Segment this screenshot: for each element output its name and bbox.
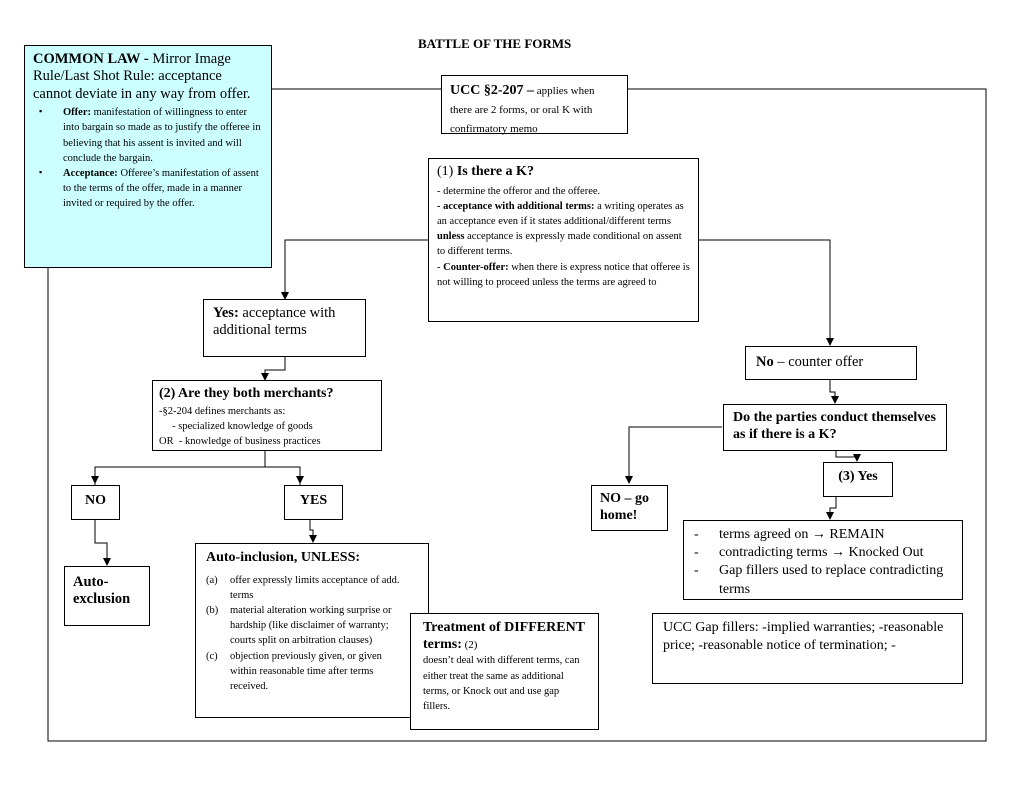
- is-there-k-box: (1) Is there a K? - determine the offero…: [428, 158, 699, 322]
- arrow-to-results: [826, 497, 837, 520]
- merchants-line2: - specialized knowledge of goods: [159, 420, 313, 432]
- arrow-to-auto-inclusion: [309, 520, 317, 543]
- different-terms-text: doesn’t deal with different terms, can e…: [423, 655, 580, 713]
- is-k-line2b: acceptance is expressly made conditional…: [437, 231, 682, 258]
- gap-fillers-box: UCC Gap fillers: -implied warranties; -r…: [652, 613, 963, 684]
- no-left-box: NO: [71, 485, 120, 520]
- result-text: terms agreed on → REMAIN: [719, 527, 885, 542]
- list-item: (a) offer expressly limits acceptance of …: [206, 573, 410, 603]
- is-k-line3: when there is express notice that offere…: [437, 261, 690, 288]
- different-terms-heading: Treatment of DIFFERENT terms:: [423, 620, 585, 652]
- acceptance-term: Acceptance:: [63, 168, 118, 180]
- auto-exclusion-box: Auto-exclusion: [64, 566, 150, 626]
- acceptance-text: Offeree’s manifestation of assent to the…: [63, 168, 259, 210]
- arrow-to-merchants: [261, 357, 286, 381]
- bullet-icon: ▪: [39, 167, 43, 178]
- list-item: ▪ Offer: manifestation of willingness to…: [33, 105, 263, 166]
- results-box: - terms agreed on → REMAIN - contradicting…: [683, 520, 963, 600]
- arrow-to-yes: [281, 239, 428, 300]
- arrow-to-no-go-home: [625, 426, 722, 484]
- yes-right-box: YES: [284, 485, 343, 520]
- ucc-heading: UCC §2-207 –: [450, 83, 534, 98]
- merchants-line1: -§2-204 defines merchants as:: [159, 405, 286, 417]
- offer-term: Offer:: [63, 107, 91, 119]
- item-marker: (b): [206, 604, 219, 616]
- no-counter-offer-box: No – counter offer: [745, 346, 917, 380]
- different-terms-box: Treatment of DIFFERENT terms: (2) doesn’…: [410, 613, 599, 730]
- is-k-line1: - determine the offeror and the offeree.: [437, 185, 601, 197]
- merchants-line3: OR - knowledge of business practices: [159, 435, 321, 447]
- page-title: BATTLE OF THE FORMS: [418, 36, 572, 51]
- bullet-icon: ▪: [39, 106, 43, 117]
- ucc-text: applies when there are 2 forms, or oral …: [450, 85, 595, 135]
- is-k-line2a: a writing operates as an acceptance even…: [437, 200, 684, 227]
- ucc-box: UCC §2-207 – applies when there are 2 fo…: [441, 75, 628, 135]
- is-k-heading: Is there a K?: [453, 164, 534, 179]
- common-law-box: COMMON LAW - Mirror Image Rule/Last Shot…: [24, 45, 272, 268]
- merchants-heading: (2) Are they both merchants?: [159, 386, 334, 401]
- is-k-unless: unless: [437, 231, 465, 243]
- item-marker: -: [694, 545, 699, 561]
- item-text: offer expressly limits acceptance of add…: [230, 574, 400, 601]
- no-counter-text: – counter offer: [773, 354, 864, 370]
- is-k-line3-pre: -: [437, 261, 444, 273]
- different-terms-number: (2): [461, 638, 478, 651]
- merchants-split: [94, 466, 301, 485]
- yes-acceptance-box: Yes: acceptance with additional terms: [203, 299, 366, 357]
- item-text: material alteration working surprise or …: [230, 604, 392, 647]
- list-item: ▪ Acceptance: Offeree’s manifestation of…: [33, 166, 263, 212]
- arrow-to-auto-exclusion: [94, 520, 111, 566]
- yes-text: acceptance with additional terms: [213, 305, 336, 339]
- list-item: - Gap fillers used to replace contradicti…: [694, 562, 952, 598]
- common-law-heading: COMMON LAW -: [33, 51, 149, 67]
- auto-inclusion-heading: Auto-inclusion, UNLESS:: [206, 550, 361, 565]
- list-item: (b) material alteration working surprise …: [206, 603, 410, 649]
- common-law-text: Mirror Image Rule/Last Shot Rule: accept…: [33, 51, 251, 102]
- item-marker: -: [694, 563, 699, 579]
- is-k-number: (1): [437, 164, 454, 179]
- item-text: objection previously given, or given wit…: [230, 650, 382, 693]
- item-marker: (a): [206, 574, 218, 586]
- item-marker: (c): [206, 650, 218, 662]
- yes3-box: (3) Yes: [823, 462, 893, 497]
- merchants-box: (2) Are they both merchants? -§2-204 def…: [152, 380, 382, 451]
- list-item: - terms agreed on → REMAIN: [694, 526, 952, 544]
- offer-text: manifestation of willingness to enter in…: [63, 107, 261, 164]
- is-k-line3-bold: Counter-offer:: [443, 261, 509, 273]
- arrow-to-conduct: [829, 380, 839, 404]
- result-text: contradicting terms → Knocked Out: [719, 545, 924, 561]
- item-marker: -: [694, 527, 699, 542]
- is-k-line2-bold: - acceptance with additional terms:: [437, 200, 595, 212]
- yes-bold: Yes:: [213, 305, 239, 321]
- no-bold: No: [756, 354, 774, 370]
- arrow-to-yes3: [835, 451, 861, 462]
- conduct-box: Do the parties conduct themselves as if …: [723, 404, 947, 451]
- list-item: - contradicting terms → Knocked Out: [694, 544, 952, 562]
- no-go-home-box: NO – go home!: [591, 485, 668, 531]
- list-item: (c) objection previously given, or given …: [206, 649, 410, 695]
- result-text: Gap fillers used to replace contradictin…: [719, 563, 944, 597]
- arrow-to-no: [699, 239, 834, 346]
- auto-inclusion-box: Auto-inclusion, UNLESS: (a) offer express…: [195, 543, 429, 718]
